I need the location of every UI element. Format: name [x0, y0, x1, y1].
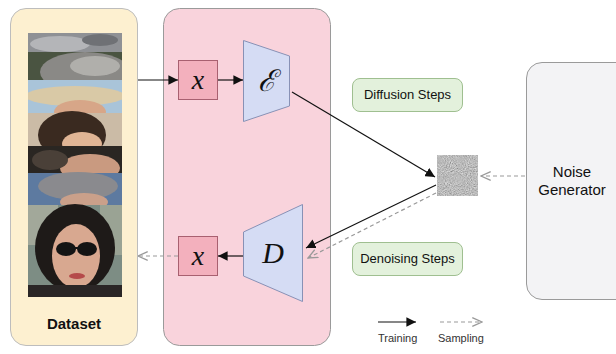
- legend-training-sample: [378, 321, 416, 322]
- encoder-trapezoid: ℰ: [243, 40, 290, 122]
- noise-to-decoder-sampling-arrow: [308, 193, 436, 258]
- model-panel: [164, 9, 331, 346]
- legend-label: Training: [378, 332, 417, 344]
- noise-generator-box: Noise Generator: [526, 62, 616, 300]
- trapezoid-shape: [244, 205, 303, 302]
- generator-to-noise-arrow: [481, 175, 525, 176]
- training-arrow: [138, 79, 178, 80]
- node-label: Dataset: [47, 315, 101, 333]
- noise-to-decoder-arrow: [306, 185, 436, 248]
- node-label: Diffusion Steps: [364, 87, 451, 103]
- training-arrow: [218, 79, 243, 80]
- node-label: x: [192, 63, 204, 97]
- node-label: x: [192, 239, 204, 273]
- node-label: Denoising Steps: [360, 251, 455, 267]
- legend-label: Sampling: [438, 332, 484, 344]
- face-strip: [28, 33, 122, 297]
- node-label: ℰ: [258, 63, 276, 99]
- sampling-arrow: [138, 255, 178, 256]
- step-box: Denoising Steps: [352, 242, 463, 276]
- training-arrow: [218, 255, 243, 256]
- node-label: D: [262, 235, 284, 271]
- step-box: Diffusion Steps: [352, 78, 463, 112]
- node-label: Noise Generator: [527, 163, 616, 199]
- encode-to-noise-arrow: [292, 92, 435, 177]
- data-box: x: [178, 60, 218, 100]
- decoder-trapezoid: D: [243, 204, 303, 302]
- data-box: x: [178, 236, 218, 276]
- noise-image: [437, 155, 478, 196]
- trapezoid-shape: [244, 41, 290, 122]
- legend-sampling-sample: [440, 321, 482, 322]
